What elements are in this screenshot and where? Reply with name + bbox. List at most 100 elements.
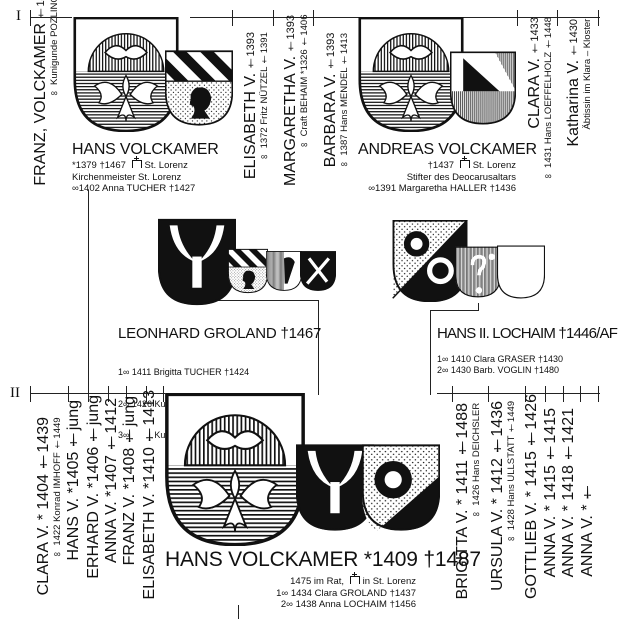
marriage: ∞1391 Margaretha HALLER †1436: [368, 183, 516, 194]
gen1-line-left: [30, 17, 72, 18]
child-left-5: ELISABETH V. *1410 †1413: [141, 389, 159, 599]
tick: [313, 10, 314, 26]
person-hans-lochaim-name: HANS II. LOCHAIM †1446/AF: [437, 325, 618, 342]
person-name: Katharina V.: [565, 60, 582, 147]
rummel-coat-of-arms: [266, 250, 302, 292]
volckamer-coat-of-arms: [72, 17, 180, 132]
lochaim-coat-of-arms: [362, 443, 440, 532]
person-dates: †1393: [325, 32, 337, 70]
marriage: 1∞ 1411 Brigitta TUCHER †1424: [118, 367, 250, 377]
person-andreas-volckamer-name: ANDREAS VOLCKAMER: [358, 141, 537, 158]
groland-coat-of-arms: [158, 218, 236, 306]
person-name: ELISABETH V. *1410 †1413: [141, 389, 158, 599]
person-hans-volckamer-details: *1379 †1467 St. Lorenz Kirchenmeister St…: [72, 156, 196, 195]
tick: [126, 386, 127, 402]
person-name: BRIGITTA V. * 1411 †1488: [454, 402, 471, 599]
person-elisabeth: ELISABETH V. †1393 ∞ 1372 Fritz NÜTZEL †…: [242, 31, 270, 179]
child-left-1: HANS V. *1405 †jung: [65, 400, 83, 561]
person-spouse: ∞ 1387 Hans MENDEL †1413: [338, 32, 350, 169]
heugel-coat-of-arms: [300, 242, 336, 300]
person-name: ERHARD V. *1406 †jung: [85, 395, 102, 579]
person-name: CLARA V.: [526, 58, 543, 129]
haller-coat-of-arms: [450, 50, 516, 126]
child-left-3: ANNA V. *1407 †1412: [103, 398, 121, 563]
child-right-0: BRIGITTA V. * 1411 †1488∞ 1426 Hans DEIC…: [454, 402, 482, 599]
child-left-2: ERHARD V. *1406 †jung: [85, 395, 103, 579]
child-right-4: ANNA V. * 1418 †1421: [560, 407, 578, 577]
tick: [163, 386, 164, 402]
generation-label-2: II: [10, 385, 20, 401]
person-dates: †1393: [285, 14, 297, 52]
person-note: Äbtissin im Klara – Kloster: [581, 19, 593, 131]
tick: [88, 386, 89, 402]
tick: [146, 386, 147, 402]
person-dates: †1430: [568, 19, 580, 56]
person-dates: †1393: [245, 31, 257, 69]
descent-line: [238, 605, 239, 619]
marriage: ∞1402 Anna TUCHER †1427: [72, 183, 196, 194]
person-dates: †1401: [35, 0, 47, 19]
person-name: FRANZ, VOLCKAMER: [32, 23, 49, 186]
person-leonhard-groland-name: LEONHARD GROLAND †1467: [118, 325, 322, 342]
tick: [452, 386, 453, 402]
tick: [488, 386, 489, 402]
person-barbara: BARBARA V. †1393 ∞ 1387 Hans MENDEL †141…: [322, 32, 350, 169]
voglin-coat-of-arms-blank: [497, 245, 545, 299]
office: Kirchenmeister St. Lorenz: [72, 171, 182, 183]
person-name: ANNA V. * 1418 †1421: [560, 407, 577, 577]
office: 1475 im Rat,: [290, 576, 345, 587]
marriage: 1∞ 1410 Clara GRASER †1430: [437, 354, 563, 364]
person-spouse: ∞ 1422 Konrad IMHOFF †1449: [51, 416, 63, 559]
child-right-1: URSULA V. * 1412 †1436∞ 1428 Hans ULLSTA…: [489, 401, 517, 591]
tick: [273, 10, 274, 26]
person-name: ELISABETH V.: [242, 72, 259, 179]
person-name: URSULA V. * 1412 †1436: [489, 401, 506, 591]
child-right-5: ANNA V. * †: [579, 483, 597, 577]
person-name: HANS V. *1405 †jung: [65, 400, 82, 561]
tick: [30, 386, 31, 402]
volckamer-coat-of-arms: [357, 17, 465, 132]
person-spouse: ∞ 1431 Hans LOEFFELHOLZ †1448: [542, 17, 554, 182]
person-hans-volckamer-ii-name: HANS VOLCKAMER *1409 †1487: [165, 548, 481, 571]
person-spouse: ∞ Craft BEHAIM *1326 †1406: [298, 14, 310, 151]
tucher-coat-of-arms: [228, 248, 268, 294]
tick: [68, 386, 69, 402]
person-name: ANNA V. * †: [579, 483, 596, 577]
person-franz-volckamer: FRANZ, VOLCKAMER †1401 ∞ Kunigunde POZLI…: [32, 0, 60, 186]
tick: [525, 386, 526, 402]
bracket-line: [478, 303, 479, 311]
generation-label-1: I: [16, 8, 21, 24]
person-spouse: ∞ 1428 Hans ULLSTATT †1449: [505, 401, 517, 545]
tick: [30, 10, 31, 26]
person-spouse: ∞ 1426 Hans DEICHSLER: [470, 402, 482, 520]
person-name: ANNA V. * 1415 †1415: [542, 407, 559, 577]
marriage: 2∞ 1438 Anna LOCHAIM †1456: [280, 599, 416, 610]
person-katharina: Katharina V. †1430 Äbtissin im Klara – K…: [565, 19, 593, 147]
tick: [598, 386, 599, 402]
burial-place: St. Lorenz: [472, 160, 516, 171]
tick: [545, 386, 546, 402]
gen2-line-left: [30, 393, 165, 394]
person-name: CLARA V. * 1404 †1439: [35, 416, 52, 595]
descent-line: [430, 310, 431, 395]
burial-place: in St. Lorenz: [362, 576, 416, 587]
tick: [232, 10, 233, 26]
office: Stifter des Deocarusaltars: [406, 171, 516, 183]
tick: [557, 10, 558, 26]
person-name: BARBARA V.: [322, 73, 339, 168]
volckamer-coat-of-arms-large: [165, 393, 305, 546]
person-name: GOTTLIEB V. * 1415 †1426: [523, 394, 540, 599]
person-andreas-volckamer-details: †1437 St. Lorenz Stifter des Deocarusalt…: [368, 156, 516, 195]
descent-line: [88, 190, 89, 395]
marriage: 1∞ 1434 Clara GROLAND †1437: [276, 587, 416, 599]
child-right-3: ANNA V. * 1415 †1415: [542, 407, 560, 577]
bracket-line: [196, 300, 319, 301]
tick: [598, 10, 599, 26]
lochaim-marriages: 1∞ 1410 Clara GRASER †1430 2∞ 1430 Barb.…: [437, 354, 563, 375]
person-name: MARGARETHA V.: [282, 55, 299, 186]
descent-line: [318, 300, 319, 395]
dates: †1437: [427, 160, 455, 171]
person-spouse: ∞ 1372 Fritz NÜTZEL †1391: [258, 31, 270, 162]
bracket-line: [430, 310, 479, 311]
graser-coat-of-arms: [455, 242, 501, 302]
